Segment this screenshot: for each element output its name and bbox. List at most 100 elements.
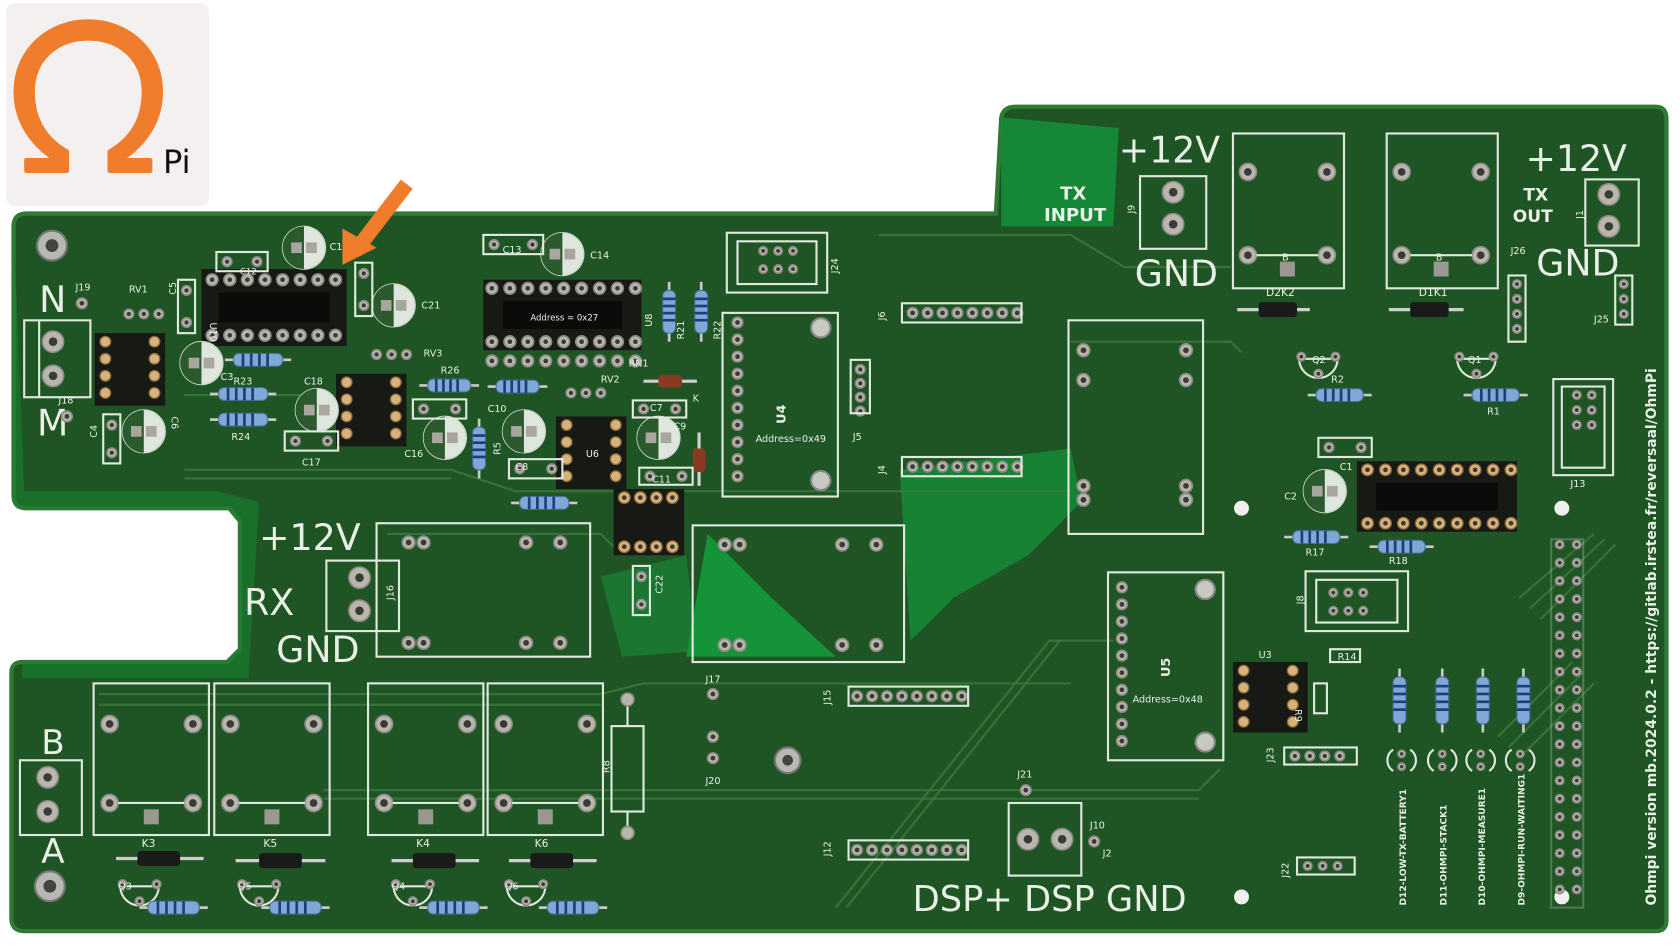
socket-pin-hole xyxy=(637,495,643,500)
resistor-band xyxy=(1435,692,1449,696)
ref-u8: U8 xyxy=(644,314,655,327)
pad-hole xyxy=(141,311,146,317)
ref-rv2: RV2 xyxy=(601,374,620,385)
pad-hole xyxy=(1557,760,1562,765)
pad-hole xyxy=(189,720,197,728)
ref-u3: U3 xyxy=(1259,650,1272,661)
pad-hole xyxy=(944,847,950,853)
ref-c12: C12 xyxy=(240,267,257,277)
led-outline xyxy=(1504,748,1513,772)
socket-pin-hole xyxy=(227,277,233,283)
pad xyxy=(511,426,522,437)
pad-hole xyxy=(1119,619,1125,624)
relay-pads xyxy=(100,162,1491,825)
ref-j8: J8 xyxy=(1295,595,1306,605)
ceramic-capacitor-footprint xyxy=(1317,436,1373,459)
pad-hole xyxy=(1574,796,1579,801)
pad-hole xyxy=(984,464,990,470)
pad-hole xyxy=(736,541,743,548)
socket-pin xyxy=(1286,715,1299,728)
socket-pin-hole xyxy=(525,339,531,345)
ref-c2: C2 xyxy=(1284,492,1297,503)
socket-pin xyxy=(148,386,161,399)
pad-hole xyxy=(1557,869,1562,874)
pad-hole xyxy=(226,720,235,728)
label-tx-input-1: TX xyxy=(1060,184,1086,205)
pad-hole xyxy=(374,352,379,357)
resistor-band xyxy=(1347,388,1351,402)
pad xyxy=(645,432,657,444)
ref-c18: C18 xyxy=(304,376,323,387)
pad-hole xyxy=(1621,312,1626,316)
socket-pin-hole xyxy=(297,277,303,283)
resistor-band xyxy=(156,901,160,915)
ceramic-capacitor-footprint xyxy=(638,466,694,486)
ref-j1: J1 xyxy=(1575,210,1586,220)
resistor-band xyxy=(1516,692,1530,696)
pad-hole xyxy=(1557,651,1562,656)
resistor-band xyxy=(1476,684,1490,688)
socket-pin xyxy=(1237,664,1250,677)
diode xyxy=(643,374,697,388)
resistor-band xyxy=(1308,530,1312,544)
pad-hole xyxy=(1399,752,1404,756)
pad-hole xyxy=(1518,764,1522,769)
socket-pin xyxy=(389,427,402,440)
gpio-header xyxy=(1554,539,1582,895)
pad-hole xyxy=(1621,297,1626,301)
socket-pin-hole xyxy=(525,358,531,364)
resistor-band xyxy=(226,387,230,401)
led-outline xyxy=(1386,748,1394,772)
socket-pin xyxy=(340,376,353,389)
pad-hole xyxy=(639,574,644,579)
ref-k: K xyxy=(693,393,700,404)
pad xyxy=(447,432,458,444)
pad-hole xyxy=(1491,354,1496,359)
pad-hole xyxy=(1574,423,1579,427)
resistor-band xyxy=(442,379,445,392)
resistor-band xyxy=(278,901,282,915)
ref-r21: R21 xyxy=(676,321,687,340)
pad-hole xyxy=(914,847,920,853)
socket-pin-hole xyxy=(209,277,215,283)
resistor-band xyxy=(1516,708,1530,711)
pad-hole xyxy=(1320,864,1325,868)
socket-pin-hole xyxy=(262,332,268,338)
pad xyxy=(564,248,576,260)
ref-c13: C13 xyxy=(503,245,522,256)
socket-pin-hole xyxy=(670,495,675,500)
ref-c7: C7 xyxy=(650,403,663,414)
socket-pin-hole xyxy=(615,358,620,364)
socket-pin-hole xyxy=(297,332,303,338)
pad-hole xyxy=(583,390,589,396)
pad-hole xyxy=(1322,753,1327,759)
led-outline xyxy=(1409,748,1417,772)
pad-hole xyxy=(735,337,740,342)
resistor-band xyxy=(251,413,254,427)
resistor-band xyxy=(1331,388,1335,402)
diode xyxy=(1237,302,1310,318)
pad-hole xyxy=(257,899,262,904)
pad-hole xyxy=(1183,496,1189,503)
pad-hole xyxy=(929,693,935,699)
ref-c1: C1 xyxy=(1340,462,1353,473)
adc-u4: U4 Address=0x49 xyxy=(721,311,839,498)
socket-pin xyxy=(389,376,402,389)
ceramic-capacitor-footprint xyxy=(507,458,564,480)
label-tx-in-12v: +12V xyxy=(1119,128,1221,171)
ref-c6: C6 xyxy=(169,416,180,429)
socket-pin-hole xyxy=(1454,520,1460,526)
socket-pin xyxy=(148,352,161,365)
resistor-band xyxy=(694,304,708,308)
pad-hole xyxy=(1244,251,1252,260)
pad-hole xyxy=(1440,752,1444,756)
label-rx-gnd: GND xyxy=(276,628,359,671)
pad-hole xyxy=(1621,282,1626,286)
pad-hole xyxy=(955,310,960,316)
socket-pin-hole xyxy=(561,339,567,345)
pad xyxy=(549,248,561,260)
ref-r2: R2 xyxy=(1331,374,1344,385)
pad-hole xyxy=(899,847,905,853)
pad-hole xyxy=(1331,590,1336,595)
